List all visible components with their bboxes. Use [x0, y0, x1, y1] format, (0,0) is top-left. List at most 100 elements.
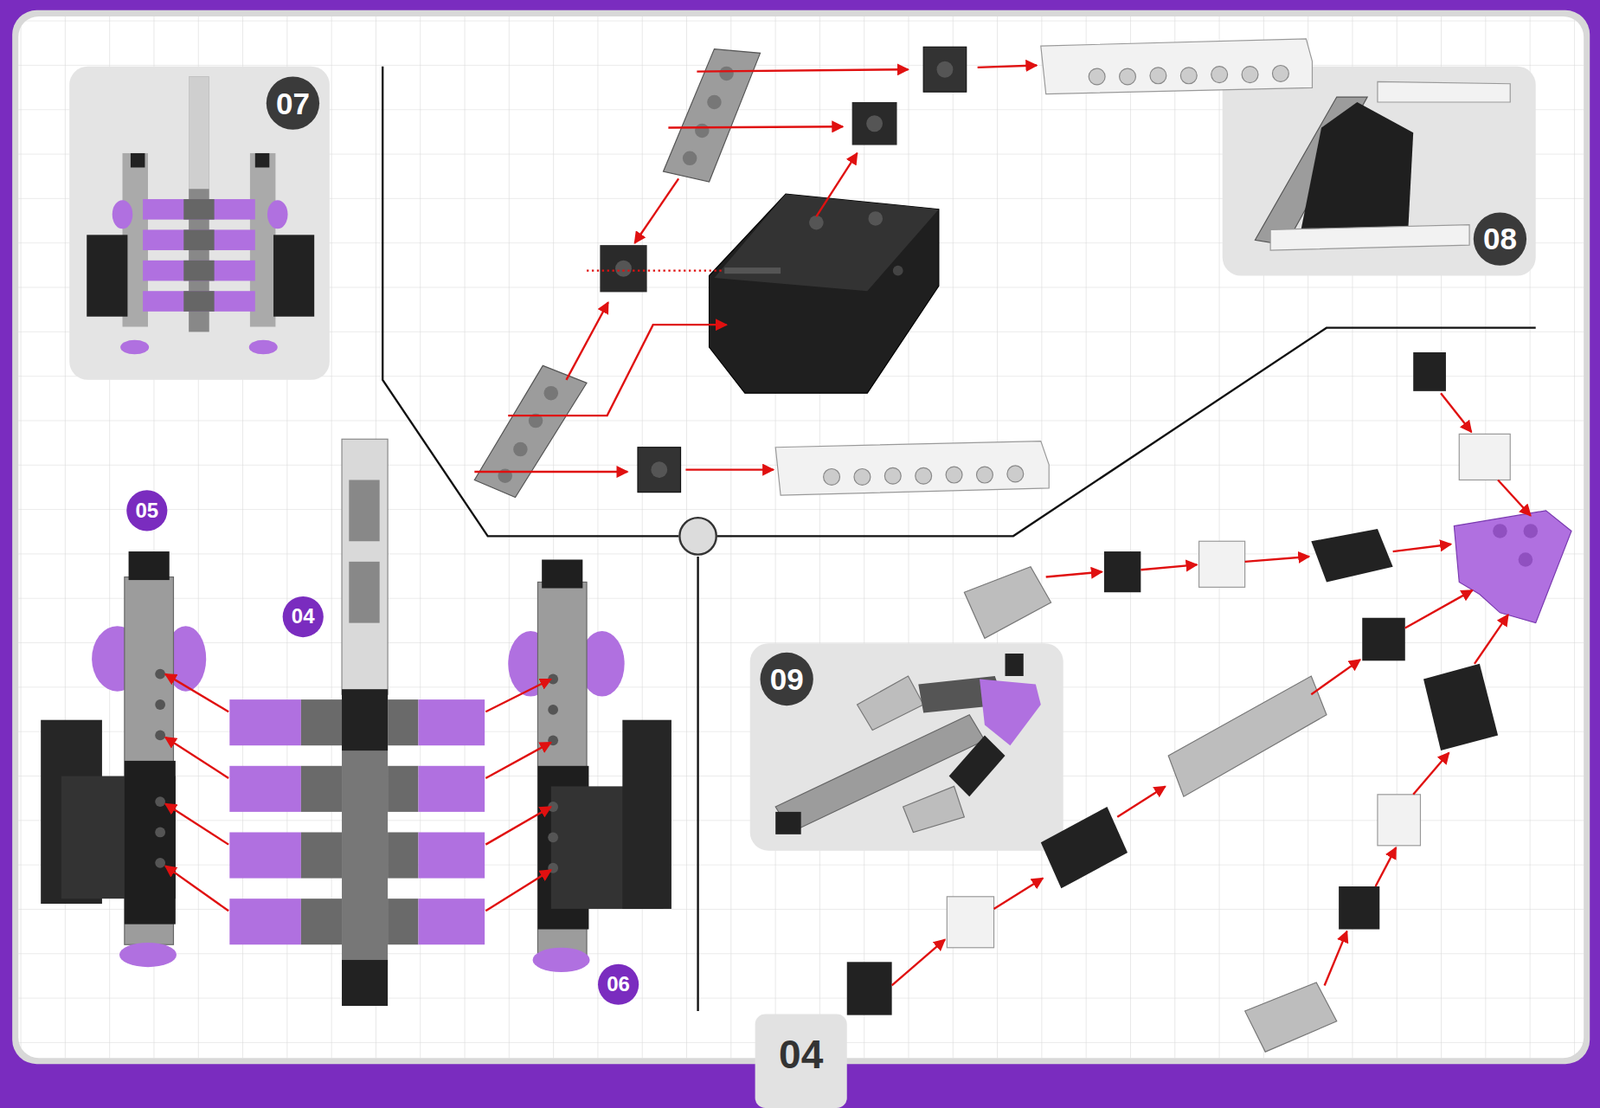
column-06	[533, 947, 591, 972]
claw-assembly	[1168, 675, 1327, 797]
step-09-result	[979, 679, 1041, 746]
frame-04	[348, 479, 380, 541]
frame-04	[229, 699, 485, 746]
motor-assembly	[1040, 38, 1313, 95]
step-07-result	[120, 340, 149, 355]
callout-circles	[126, 76, 1527, 1004]
assembly-arrows	[485, 679, 551, 713]
assembly-arrows	[474, 65, 1037, 473]
motor-assembly	[713, 193, 939, 291]
step-08-result	[1270, 224, 1470, 251]
motor-assembly	[809, 215, 824, 231]
column-05	[154, 827, 166, 838]
step-number: 08	[1483, 223, 1517, 254]
page-frame	[18, 16, 1584, 1058]
divider-lines	[679, 517, 716, 554]
assembly-arrows	[634, 178, 679, 243]
divider-lines	[382, 66, 679, 537]
callout-circles	[760, 652, 814, 706]
frame-04	[301, 699, 342, 746]
claw-assembly	[1338, 886, 1380, 930]
step-07-result	[267, 199, 289, 229]
frame-04	[387, 898, 418, 945]
motor-assembly	[823, 465, 1024, 485]
frame-04	[229, 831, 485, 878]
column-05	[119, 942, 177, 967]
frame-04	[417, 765, 485, 812]
assembly-arrows	[165, 865, 229, 911]
frame-04	[341, 688, 388, 965]
column-06	[622, 719, 672, 909]
assembly-arrows	[1245, 556, 1310, 562]
step-07-result	[142, 290, 256, 312]
claw-assembly	[1040, 806, 1128, 888]
motor-assembly	[1119, 68, 1137, 85]
motor-assembly	[724, 267, 781, 274]
assembly-arrows	[1324, 931, 1348, 986]
step-07-result	[273, 234, 315, 316]
motor-assembly	[662, 49, 760, 182]
step-07-result	[188, 76, 210, 189]
callout-circles	[266, 76, 320, 129]
frame-04	[229, 831, 302, 878]
frame-04	[301, 765, 342, 812]
page-frame	[18, 16, 1584, 1058]
part-callout: 05	[134, 500, 159, 521]
part-callout: 04	[291, 605, 315, 627]
assembly-arrows	[1117, 785, 1165, 817]
claw-assembly	[1362, 617, 1406, 662]
assembly-arrows	[1440, 392, 1472, 432]
claw-assembly	[1199, 540, 1246, 587]
motor-assembly	[852, 102, 898, 146]
frame-04	[301, 898, 342, 945]
motor-assembly	[868, 211, 884, 226]
frame-04	[229, 765, 485, 812]
callout-circles	[597, 963, 639, 1005]
assembly-arrows	[485, 869, 551, 911]
motor-assembly	[976, 466, 994, 483]
frame-04	[417, 699, 485, 746]
step-07-result	[183, 229, 214, 251]
motor-assembly	[1272, 65, 1289, 83]
step-panels	[69, 66, 330, 380]
part-callout: 06	[606, 973, 630, 995]
assembly-arrows	[1497, 479, 1531, 515]
step-panels	[69, 66, 1536, 851]
column-05	[154, 668, 166, 680]
assembly-arrows	[816, 153, 857, 217]
frame-04	[341, 438, 388, 694]
step-07-result	[86, 234, 128, 316]
step-07-result	[142, 260, 256, 282]
motor-assembly	[719, 66, 734, 82]
step-09-result	[1005, 653, 1024, 676]
column-05	[154, 796, 166, 807]
step-08-result	[1254, 81, 1511, 251]
motor-assembly	[923, 46, 967, 92]
column-05	[128, 551, 170, 580]
motor-assembly	[866, 115, 883, 132]
frame-04	[229, 438, 485, 1006]
motor-assembly	[637, 447, 682, 493]
step-panels	[1222, 66, 1536, 277]
step-07-result	[142, 199, 256, 220]
motor-assembly	[650, 461, 668, 478]
motor-assembly	[474, 365, 587, 497]
assembly-arrows	[696, 69, 908, 71]
assembly-arrows	[1375, 847, 1397, 887]
motor-assembly	[893, 265, 904, 277]
step-08-result	[1300, 102, 1414, 230]
claw-assembly	[1104, 551, 1141, 592]
motor-assembly	[1180, 67, 1197, 84]
column-06	[541, 559, 583, 588]
step-07-result	[255, 153, 270, 168]
claw-assembly	[946, 896, 994, 948]
frame-04	[301, 831, 342, 878]
motor-assembly	[706, 95, 722, 110]
motor-assembly	[615, 260, 632, 277]
callout-circles	[126, 489, 168, 531]
motor-assembly	[474, 38, 1312, 498]
assembly-arrows	[565, 302, 608, 380]
step-09-result	[949, 734, 1006, 797]
frame-04	[387, 831, 418, 878]
